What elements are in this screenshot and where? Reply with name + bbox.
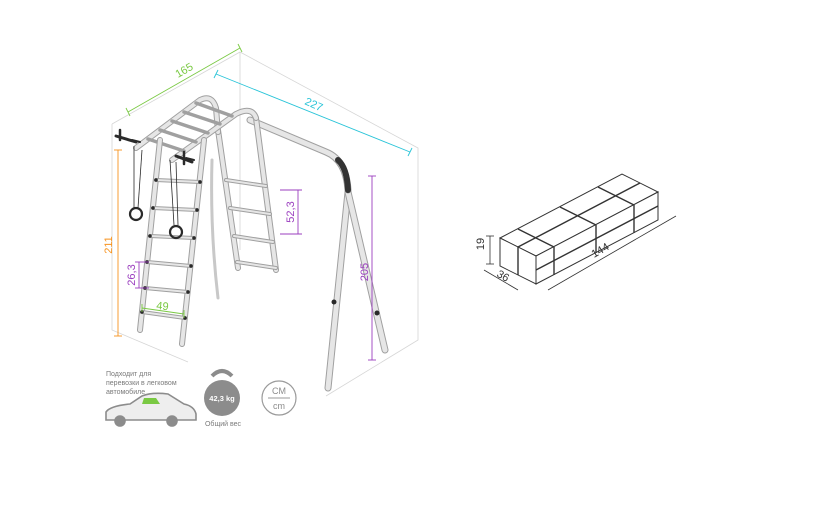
dimension-ladder-section: 52,3 (280, 189, 302, 235)
bounding-guide (111, 51, 419, 397)
a-frame-support (324, 188, 389, 392)
dimension-ladder-width: 49 (141, 300, 185, 318)
total-height-label: 211 (103, 236, 115, 254)
gymnastic-rings (128, 146, 184, 240)
car-caption-line: автомобиле (106, 389, 146, 396)
dimension-total-height: 211 (103, 149, 122, 337)
package-dimension-height: 19 (475, 235, 494, 265)
car-caption-line: перевозки в легковом (106, 380, 177, 387)
ladder-section-label: 52,3 (285, 201, 297, 222)
back-ladder (210, 115, 279, 300)
width-label: 227 (303, 96, 325, 114)
car-icon (105, 392, 197, 427)
car-caption: Подходит для перевозки в легковом автомо… (106, 370, 216, 397)
dimension-beam-height: 205 (359, 175, 376, 361)
depth-label: 165 (174, 61, 196, 81)
rung-spacing-label: 26,3 (126, 264, 138, 285)
front-ladder (137, 137, 207, 347)
package-dimension-depth: 36 (483, 268, 519, 291)
units-top: CM (272, 386, 286, 396)
top-beam (246, 116, 352, 194)
weight-caption: Общий вес (204, 421, 241, 428)
package-box (498, 173, 660, 285)
units-icon: CM cm (261, 380, 297, 416)
beam-height-label: 205 (359, 263, 371, 281)
dimension-depth: 165 (125, 43, 243, 117)
handle-bar (114, 128, 194, 166)
dimension-rung-spacing: 26,3 (126, 261, 149, 289)
units-bottom: cm (273, 401, 285, 411)
weight-value: 42,3 kg (209, 394, 235, 403)
ladder-width-label: 49 (156, 300, 169, 313)
monkey-bars (131, 95, 259, 163)
car-caption-line: Подходит для (106, 371, 152, 378)
package-height-label: 19 (475, 238, 487, 250)
package-depth-label: 36 (495, 268, 512, 285)
kettlebell-icon: 42,3 kg (204, 369, 240, 416)
